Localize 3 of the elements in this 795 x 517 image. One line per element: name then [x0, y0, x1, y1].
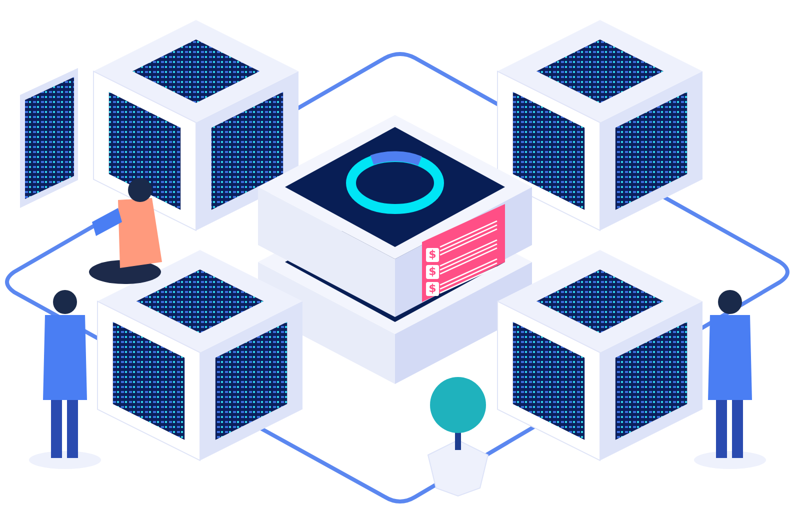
dollar-sign: $: [426, 248, 439, 262]
dollar-sign: $: [426, 282, 439, 296]
dollar-sign: $: [426, 265, 439, 279]
